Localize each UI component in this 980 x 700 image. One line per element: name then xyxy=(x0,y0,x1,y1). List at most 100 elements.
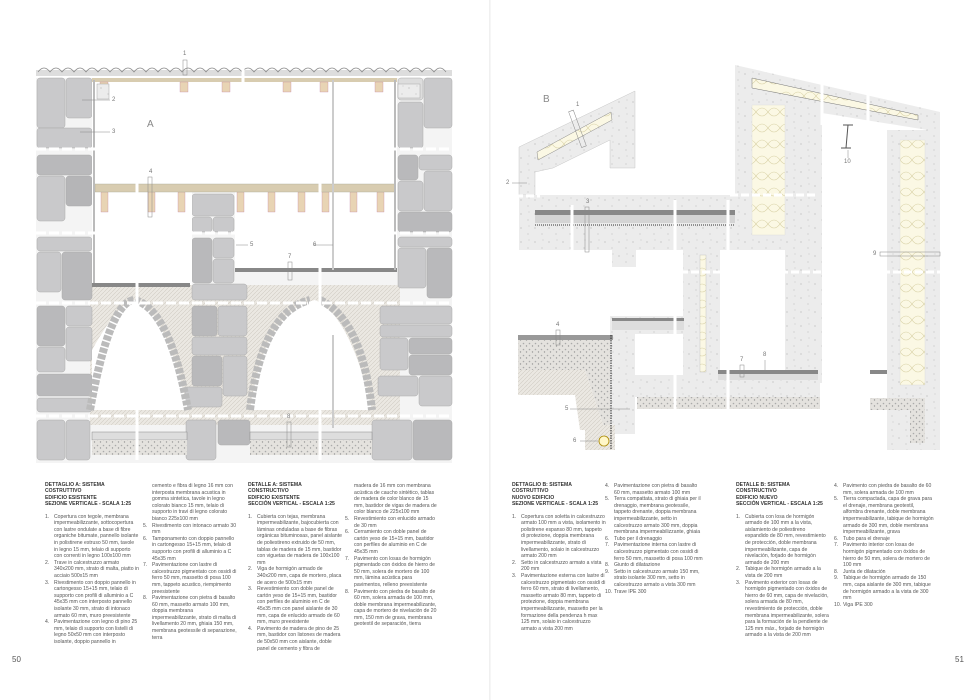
legend-column-a-es-cont: madera de 16 mm con membrana acústica de… xyxy=(345,483,439,628)
legend-item-text: Viga IPE 300 xyxy=(843,601,873,608)
legend-item: madera de 16 mm con membrana acústica de… xyxy=(345,483,439,516)
legend-item: 3.Revestimiento con doble panel de cartó… xyxy=(248,586,342,626)
legend-item-number: 8. xyxy=(143,595,148,602)
legend-item: 1.Copertura con soletta in calcestruzzo … xyxy=(512,514,606,560)
legend-item-number: 5. xyxy=(345,515,350,522)
legend-item-text: Tamponamento con doppio pannello in cart… xyxy=(152,535,235,562)
legend-item-number: 2. xyxy=(736,566,741,573)
legend-item-number: 4. xyxy=(248,625,253,632)
legend-item-text: Pavimento exterior con losas de hormigón… xyxy=(745,579,829,639)
legend-item-number: 6. xyxy=(834,535,839,542)
legend-item: cemento e fibra di legno 16 mm con inter… xyxy=(143,483,237,523)
legend-heading-line: SEZIONE VERTICALE - SCALA 1:25 xyxy=(45,501,132,508)
legend-item-text: Pavimento con piedra de basalto de 60 mm… xyxy=(843,483,932,496)
legend-item-number: 8. xyxy=(345,588,350,595)
legend-item-number: 3. xyxy=(512,572,517,579)
legend-item-text: Copertura con soletta in calcestruzzo ar… xyxy=(521,513,606,560)
legend-heading-line: EDIFICIO ESISTENTE xyxy=(45,494,97,501)
legend-item: 9.Tabique de hormigón armado de 150 mm, … xyxy=(834,575,934,601)
callout-label: 3 xyxy=(586,199,590,205)
legend-item-text: Cubierta con tejas, membrana impermeabil… xyxy=(257,513,342,566)
legend-item: 3.Pavimentazione esterna con lastre di c… xyxy=(512,573,606,632)
legend-item-text: Tubo per il drenaggio xyxy=(614,535,662,542)
callout-label: 10 xyxy=(844,159,851,165)
legend-item: 7.Pavimentazione interna con lastre di c… xyxy=(605,542,703,562)
legend-item: 10.Viga IPE 300 xyxy=(834,602,934,609)
legend-heading-line: NUOVO EDIFICIO xyxy=(512,494,555,501)
legend-item: 2.Trave in calcestruzzo armato 340x200 m… xyxy=(45,560,139,580)
legend-item-number: 2. xyxy=(45,559,50,566)
legend-item: 7. Pavimentazione con lastre di calcestru… xyxy=(143,562,237,595)
callout-label: 4 xyxy=(149,169,153,175)
legend-item-number: 7. xyxy=(143,562,148,569)
callout-label: 5 xyxy=(565,406,569,412)
callout-label: 5 xyxy=(250,242,254,248)
legend-item: 4. Pavimento con piedra de basalto de 60 … xyxy=(834,483,934,496)
legend-item: 6. Tamponamento con doppio pannello in ca… xyxy=(143,536,237,562)
legend-column-b-it-cont: 4.Pavimentazione con pietra di basalto 6… xyxy=(605,483,703,595)
legend-item-number: 4. xyxy=(834,483,839,489)
legend-item-text: Tubo para el drenaje xyxy=(843,535,890,542)
legend-item-text: Tabique de hormigón armado a la vista de… xyxy=(745,566,821,579)
callout-label: 6 xyxy=(573,438,577,444)
legend-item-text: Pavimentazione con pietra di basalto 60 … xyxy=(152,595,237,641)
legend-item-number: 6. xyxy=(345,529,350,536)
legend-item-number: 4. xyxy=(605,483,610,489)
legend-item: 1. Cubierta con losa de hormigón armado d… xyxy=(736,514,830,567)
legend-item-text: Terra compattata, strato di ghiaia per i… xyxy=(614,496,701,536)
legend-item-number: 1. xyxy=(736,513,741,520)
legend-item-text: Junta de dilatación xyxy=(843,568,886,575)
legend-item-number: 2. xyxy=(248,566,253,573)
legend-item-text: Revestimiento con enlucido armado de 30 … xyxy=(354,515,435,529)
legend-heading-line: DETALLE B: SISTEMA CONSTRUCTIVO xyxy=(736,482,790,495)
legend-item: 5.Rivestimento con intonaco armato 30 mm xyxy=(143,523,237,536)
legend-item: 8. Junta de dilatación xyxy=(834,569,934,576)
legend-item-number: 2. xyxy=(512,559,517,566)
legend-item-number: 10. xyxy=(834,601,842,608)
callout-label: 9 xyxy=(873,251,877,257)
legend-item-number: 1. xyxy=(45,513,50,520)
legend-heading-line: EDIFICIO NUEVO xyxy=(736,494,778,501)
legend-item-number: 5. xyxy=(143,522,148,529)
legend-item: 2. Tabique de hormigón armado a la vista … xyxy=(736,566,830,579)
callout-label: 6 xyxy=(313,242,317,248)
legend-item: 5.Tierra compactada, capa de grava para … xyxy=(834,496,934,536)
legend-item-number: 6. xyxy=(143,535,148,542)
legend-item: 4.Pavimentazione con legno di pino 25 mm… xyxy=(45,619,139,645)
legend-item-text: Pavimentazione con lastre di calcestruzz… xyxy=(152,562,237,595)
legend-item-text: Viga de hormigón armado de 340x200 mm, c… xyxy=(257,566,342,586)
legend-item: 6. Tubo para el drenaje xyxy=(834,536,934,543)
book-gutter xyxy=(489,0,491,700)
legend-item: 4.Pavimentazione con pietra di basalto 6… xyxy=(605,483,703,496)
callout-label: 4 xyxy=(556,322,560,328)
legend-item-text: Setto in calcestruzzo armato 150 mm, str… xyxy=(614,568,700,588)
legend-column-a-it-cont: cemento e fibra di legno 16 mm con inter… xyxy=(143,483,237,641)
legend-item: 5. Revestimiento con enlucido armado de 3… xyxy=(345,516,439,529)
legend-item: 10.Trave IPE 300 xyxy=(605,589,703,596)
legend-item-text: Tabique de hormigón armado de 150 mm, ca… xyxy=(843,575,931,602)
legend-item: 7.Pavimento con losas de hormigón pigmen… xyxy=(345,556,439,589)
detail-a-section xyxy=(36,59,453,463)
legend-item-text: Trave IPE 300 xyxy=(614,588,647,595)
legend-item-text: Pavimento de madera de pino de 25 mm, ba… xyxy=(257,625,341,652)
legend-item-number: 8. xyxy=(605,562,610,569)
legend-item-number: 8. xyxy=(834,568,839,575)
legend-item: 2.Setto in calcestruzzo armato a vista 2… xyxy=(512,560,606,573)
legend-item-text: Pavimento con piedra de basalto de 60 mm… xyxy=(354,588,437,628)
legend-item-number: 1. xyxy=(248,513,253,520)
legend-item-text: Cerramiento con doble panel de cartón ye… xyxy=(354,529,434,555)
legend-item-number: 7. xyxy=(834,542,839,549)
legend-item: 8. Pavimento con piedra de basalto de 60 … xyxy=(345,589,439,629)
detail-a-label: A xyxy=(147,119,154,130)
legend-item-text: Tierra compactada, capa de grava para el… xyxy=(843,496,934,536)
legend-item: 2. Viga de hormigón armado de 340x200 mm,… xyxy=(248,566,342,586)
legend-item-text: Pavimento interior con losas de hormigón… xyxy=(843,542,930,569)
legend-item-text: Cubierta con losa de hormigón armado de … xyxy=(745,513,826,566)
detail-b-section xyxy=(512,65,945,450)
